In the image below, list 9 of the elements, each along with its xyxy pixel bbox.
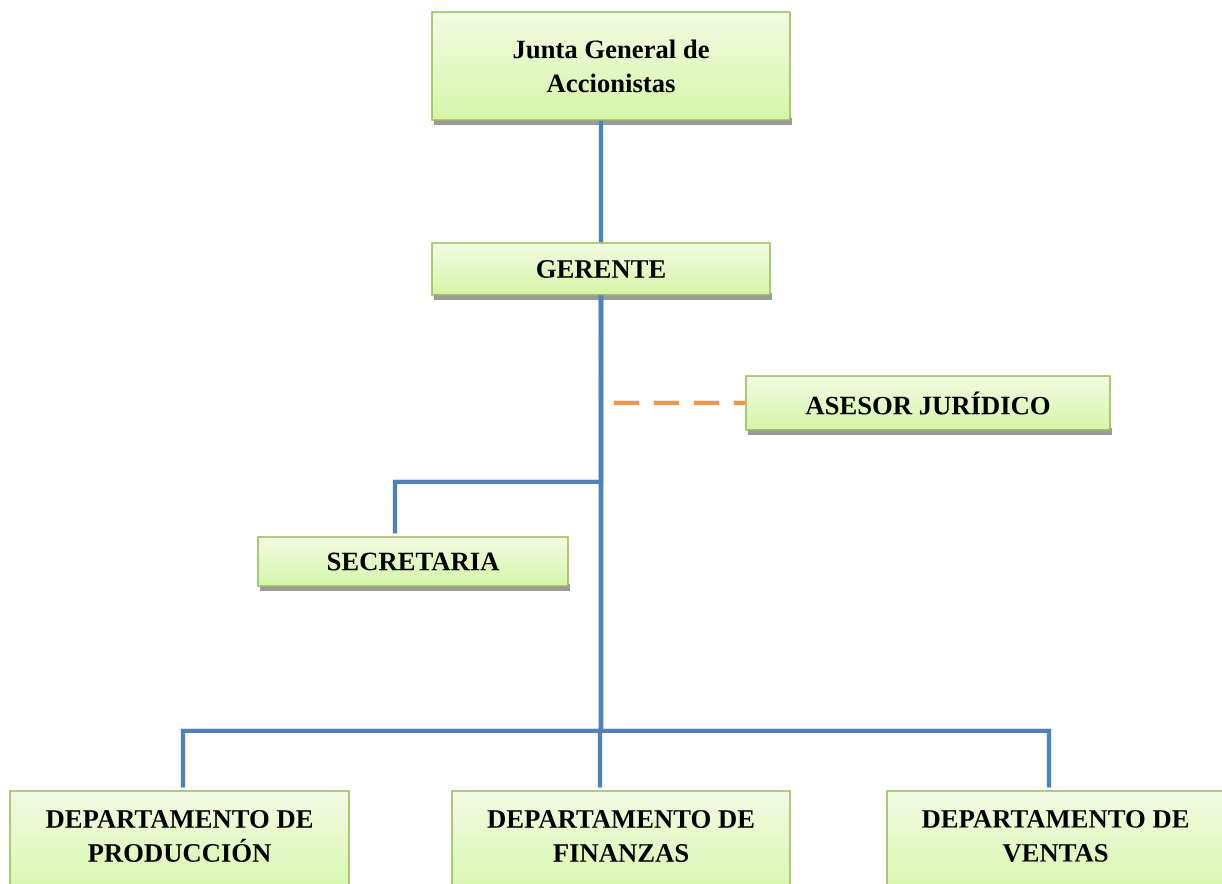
org-box: ASESOR JURÍDICO [745,375,1112,435]
connector-line [598,120,604,243]
org-box: SECRETARIA [257,536,570,591]
org-box: GERENTE [431,242,772,300]
org-box: Junta General de Accionistas [431,11,792,125]
connector-line [598,295,1052,788]
org-box: DEPARTAMENTO DE VENTAS [886,790,1222,884]
org-box: DEPARTAMENTO DE PRODUCCIÓN [9,790,350,884]
org-box: DEPARTAMENTO DE FINANZAS [451,790,791,884]
